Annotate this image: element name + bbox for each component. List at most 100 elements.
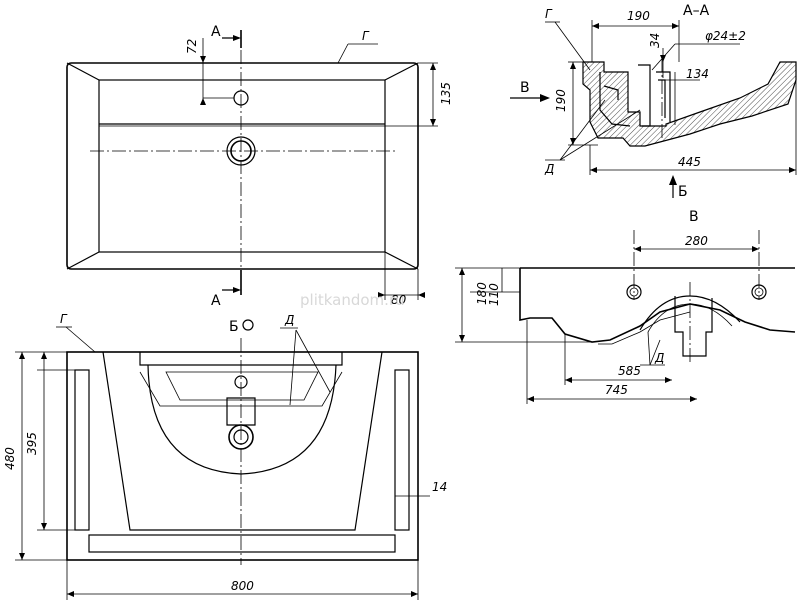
arrow-head	[411, 591, 418, 597]
arrow-head	[430, 63, 436, 70]
front-skirt	[102, 351, 383, 531]
g-section-label: Г	[545, 7, 553, 21]
dim-110: 110	[487, 283, 501, 306]
arrow-head	[665, 377, 672, 383]
arrow-head	[233, 287, 241, 293]
leader-line	[295, 329, 331, 393]
rim-corner-line	[66, 62, 100, 81]
front-drain-boss	[226, 397, 256, 426]
arrow-head	[570, 138, 576, 145]
right-strip	[394, 369, 410, 531]
view-v-title: В	[689, 209, 699, 225]
front-ledge-inner	[165, 371, 319, 401]
g-top-label: Г	[362, 29, 370, 43]
arrow-head	[592, 23, 599, 29]
section-a-bottom-label: А	[211, 293, 221, 309]
top-inner-rim	[98, 79, 386, 253]
arrow-head	[41, 523, 47, 530]
view-b-arrow-label: Б	[678, 184, 688, 200]
d-front-label: Д	[284, 313, 294, 327]
section-body	[582, 61, 797, 147]
leader-line	[559, 109, 641, 161]
arrow-head	[67, 591, 74, 597]
arrow-head	[200, 98, 206, 105]
d-section-label: Д	[544, 162, 554, 176]
view-v: В 280 180 110 Д	[455, 209, 796, 404]
dim-diameter: φ24±2	[705, 29, 746, 43]
arrow-head	[459, 268, 465, 275]
front-outline	[66, 351, 419, 561]
leader-line	[65, 326, 96, 353]
arrow-head	[540, 94, 550, 102]
dim-80: 80	[391, 293, 407, 307]
g-front-label: Г	[60, 312, 68, 326]
leader-line	[647, 331, 651, 366]
arrow-head	[669, 175, 677, 185]
view-v-arrow-label: В	[520, 80, 530, 96]
drain-tube	[638, 64, 671, 127]
dim-395: 395	[25, 432, 39, 455]
arrow-head	[19, 553, 25, 560]
rim-corner-line	[384, 251, 419, 270]
section-inner	[603, 85, 619, 100]
dim-745: 745	[605, 383, 628, 397]
arrow-head	[690, 396, 697, 402]
dim-190-side: 190	[554, 89, 568, 112]
dim-134: 134	[686, 67, 709, 81]
arrow-head	[19, 352, 25, 359]
arrow-head	[233, 35, 241, 41]
siphon	[674, 296, 713, 357]
view-b-label: Б	[229, 319, 239, 335]
leader-line	[289, 329, 297, 406]
dim-14: 14	[432, 480, 447, 494]
dim-72: 72	[185, 39, 199, 54]
arrow-head	[200, 56, 206, 63]
dim-445: 445	[678, 155, 701, 169]
dim-800: 800	[231, 579, 254, 593]
arrow-head	[660, 55, 666, 62]
dim-135: 135	[439, 82, 453, 105]
arrow-head	[789, 167, 796, 173]
leader-line	[559, 99, 606, 161]
d-side-label: Д	[654, 351, 664, 365]
arrow-head	[565, 377, 572, 383]
dim-480: 480	[3, 447, 17, 470]
rim-corner-line	[66, 251, 100, 270]
view-b: Б Г Д 480 395	[3, 312, 447, 600]
arrow-head	[527, 396, 534, 402]
arrow-head	[41, 352, 47, 359]
section-title: А–А	[683, 3, 710, 19]
arrow-head	[430, 119, 436, 126]
leader-line	[554, 21, 591, 71]
leader-line	[649, 339, 661, 366]
dim-34: 34	[648, 33, 662, 48]
side-outline	[519, 267, 796, 343]
arrow-head	[634, 246, 641, 252]
leader-line	[651, 43, 676, 71]
arrow-head	[459, 335, 465, 342]
dim-190-top: 190	[627, 9, 650, 23]
section-a-top-label: А	[211, 24, 221, 40]
arrow-head	[590, 167, 597, 173]
rim-corner-line	[384, 62, 419, 81]
arrow-head	[570, 62, 576, 69]
leader-line	[337, 43, 349, 64]
front-bottom-band	[88, 534, 396, 553]
dim-180: 180	[475, 282, 489, 305]
top-view: А А Г 72 135 80	[66, 24, 453, 309]
view-b-marker	[242, 319, 254, 331]
arrow-head	[752, 246, 759, 252]
top-outline	[66, 62, 419, 270]
arrow-head	[672, 23, 679, 29]
bowl-arc	[639, 295, 741, 331]
side-inner	[598, 311, 691, 345]
section-inner	[599, 72, 631, 127]
arrow-head	[418, 292, 425, 298]
left-strip	[74, 369, 90, 531]
dim-280: 280	[685, 234, 708, 248]
section-a-a: А–А 190 34 φ24±2 134 190 В	[510, 3, 797, 200]
dim-585: 585	[618, 364, 641, 378]
arrow-head	[378, 292, 385, 298]
front-bowl	[147, 364, 337, 475]
